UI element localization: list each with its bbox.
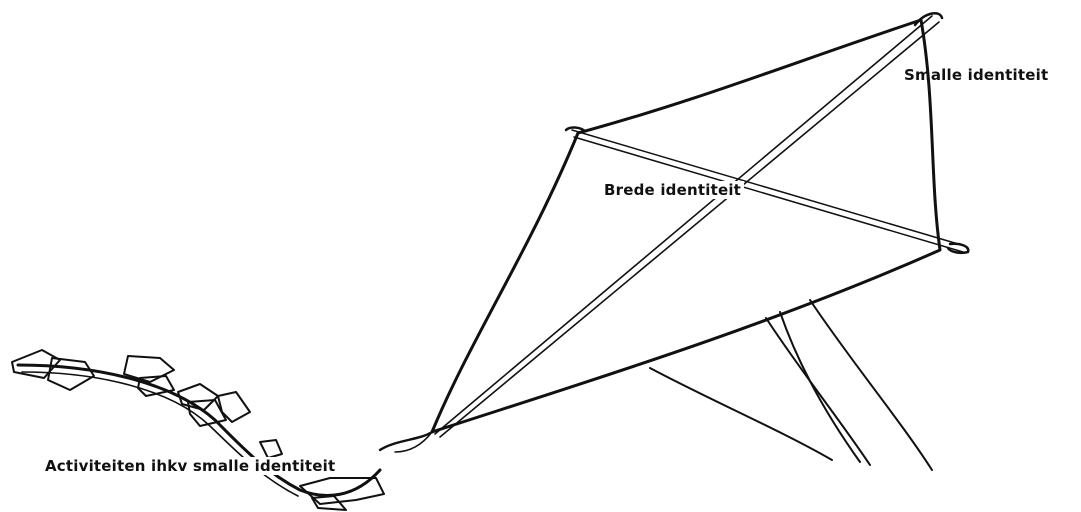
kite-ribbon: [650, 368, 832, 460]
kite-ribbon: [810, 300, 932, 470]
kite-outline: [432, 20, 940, 432]
label-activiteiten: Activiteiten ihkv smalle identiteit: [41, 457, 339, 475]
kite-ribbon: [766, 318, 870, 465]
kite-main-spar: [435, 16, 932, 434]
label-brede-identiteit: Brede identiteit: [601, 181, 744, 199]
label-smalle-identiteit: Smalle identiteit: [904, 66, 1048, 84]
tail-bow: [260, 440, 282, 458]
